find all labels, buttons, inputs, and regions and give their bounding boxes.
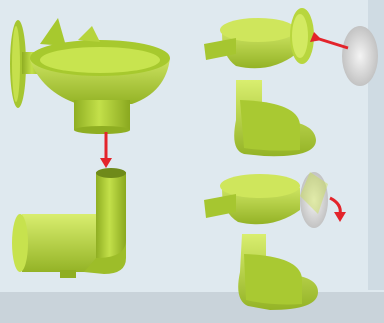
top-right-suction-cup	[342, 26, 378, 86]
floor-strip	[0, 292, 384, 323]
